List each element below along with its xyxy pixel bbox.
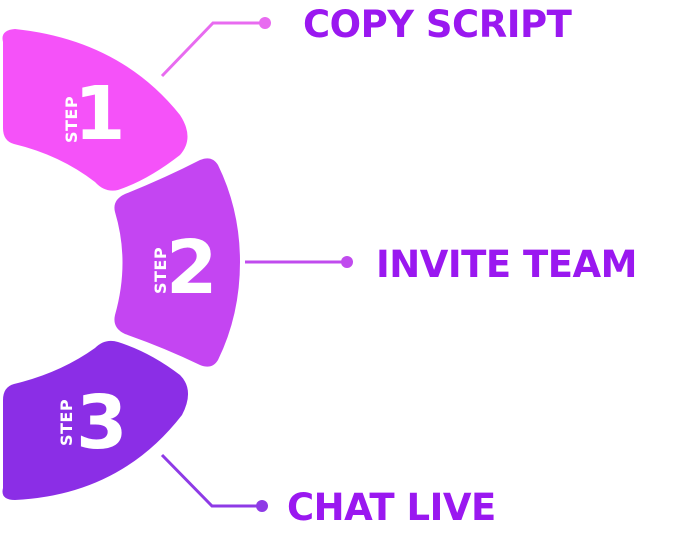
step-3: STEP 3 CHAT LIVE <box>2 340 496 529</box>
step-2-word: STEP <box>151 247 170 294</box>
step-3-number: 3 <box>76 380 128 466</box>
step-3-word: STEP <box>57 399 76 446</box>
step-1-segment <box>2 29 188 191</box>
step-3-connector-dot <box>256 500 268 512</box>
step-2-number: 2 <box>166 225 218 311</box>
step-1-word: STEP <box>62 96 81 143</box>
step-3-connector <box>160 453 262 508</box>
step-1-label: COPY SCRIPT <box>303 3 573 46</box>
step-1-connector-dot <box>259 17 271 29</box>
step-3-segment <box>2 340 189 500</box>
step-2: STEP 2 INVITE TEAM <box>114 158 638 367</box>
step-2-segment <box>114 158 240 367</box>
step-3-label: CHAT LIVE <box>287 486 496 529</box>
step-1-connector <box>160 21 265 78</box>
step-1: STEP 1 COPY SCRIPT <box>2 3 573 191</box>
step-2-label: INVITE TEAM <box>376 243 637 286</box>
step-1-number: 1 <box>74 71 126 157</box>
step-2-connector-dot <box>341 256 353 268</box>
